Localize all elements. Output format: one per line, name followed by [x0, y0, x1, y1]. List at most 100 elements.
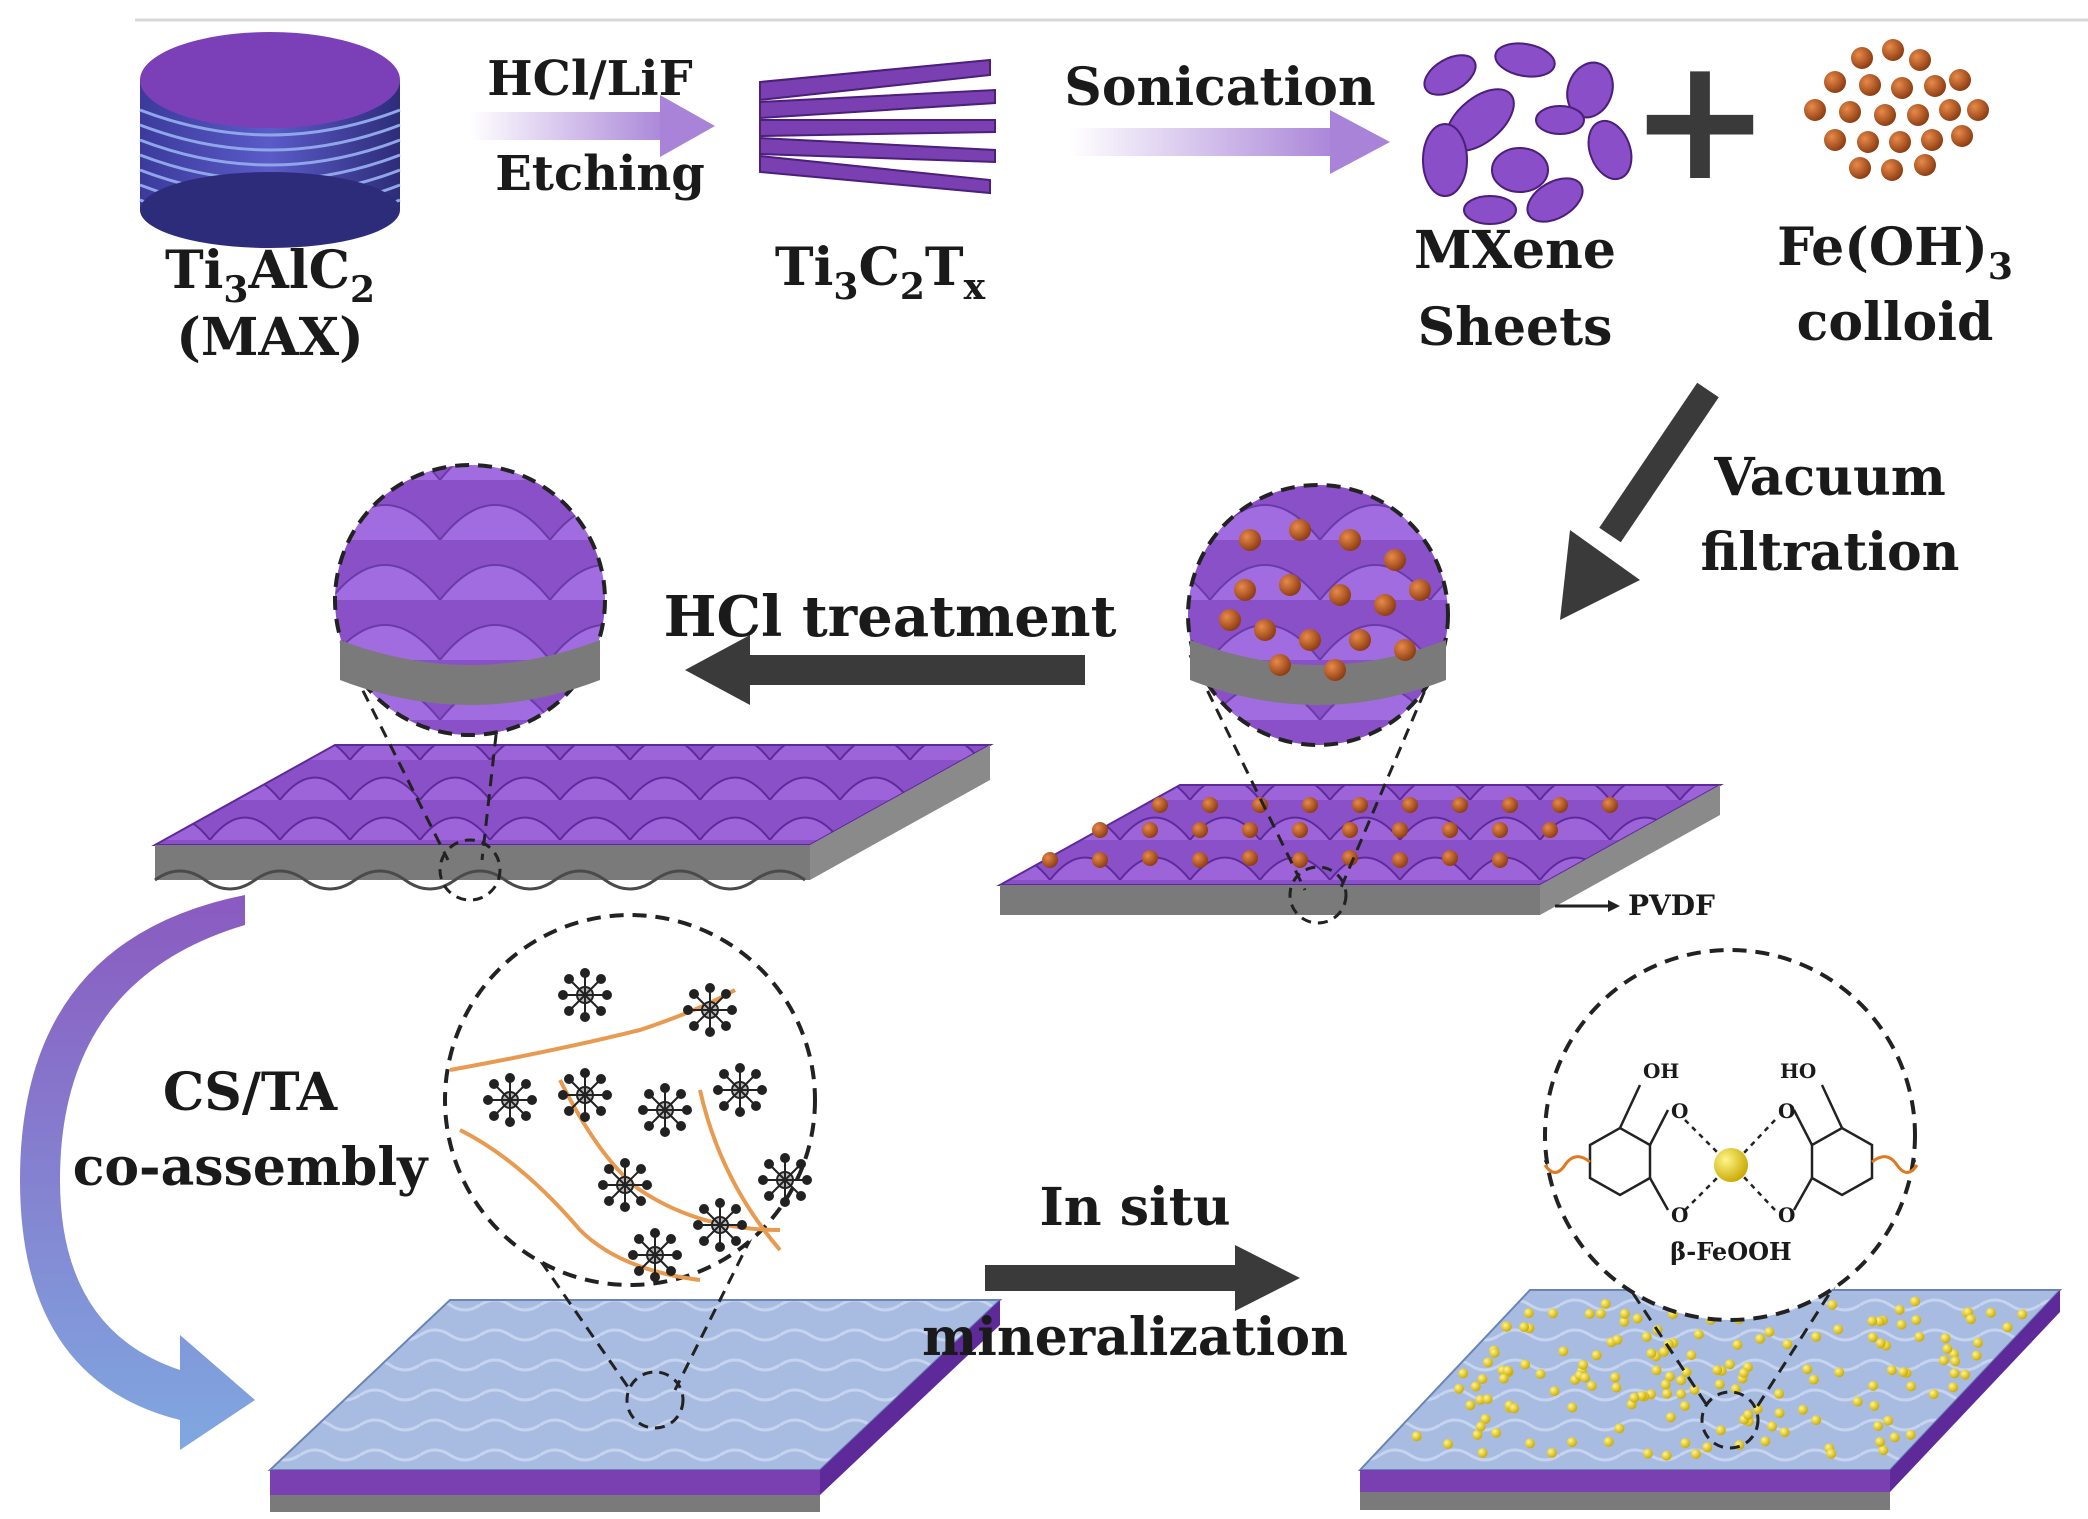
feooh-particle: [1760, 1436, 1771, 1447]
feooh-particle: [1632, 1313, 1643, 1324]
cs-ta-label-2: co-assembly: [73, 1137, 429, 1198]
feooh-particle: [1584, 1308, 1595, 1319]
feoh-label: Fe(OH)3: [1777, 217, 2013, 288]
etch-label-1: HCl/LiF: [487, 51, 692, 107]
feooh-particle: [1665, 1412, 1676, 1423]
feooh-particle: [1928, 1389, 1939, 1400]
mxene-sheets-icon: [1422, 42, 1633, 225]
feooh-particle: [1802, 1364, 1813, 1375]
etching-arrow: [470, 95, 715, 157]
feooh-particle: [1950, 1356, 1961, 1367]
vacuum-label-2: filtration: [1701, 522, 1960, 583]
feooh-particle: [1480, 1413, 1491, 1424]
feooh-particle: [1586, 1380, 1597, 1391]
feooh-particle: [1546, 1447, 1557, 1458]
feooh-particle: [1743, 1409, 1754, 1420]
max-disk-icon: [139, 32, 401, 248]
mineralization-arrow: [985, 1245, 1300, 1311]
feooh-particle: [1614, 1423, 1625, 1434]
feooh-structure: [1543, 1084, 1919, 1211]
feooh-particle: [1693, 1329, 1704, 1340]
feoh-sublabel: colloid: [1797, 292, 1994, 353]
feooh-particle: [1646, 1348, 1657, 1359]
feooh-particle: [1679, 1400, 1690, 1411]
feooh-particle: [1578, 1359, 1589, 1370]
feooh-particle: [1482, 1357, 1493, 1368]
feooh-particle: [1911, 1315, 1922, 1325]
o-label-4: O: [1778, 1203, 1795, 1227]
feooh-particle: [1475, 1421, 1486, 1432]
feooh-particle: [1906, 1381, 1917, 1392]
o-label-3: O: [1778, 1099, 1795, 1123]
feooh-particle: [1833, 1324, 1844, 1335]
mineralization-label-1: In situ: [1039, 1177, 1230, 1238]
feooh-particle: [1661, 1450, 1672, 1461]
feooh-particle: [1686, 1350, 1697, 1361]
feooh-particle: [1662, 1388, 1672, 1399]
feooh-particle: [1898, 1367, 1909, 1377]
feooh-particle: [1965, 1314, 1976, 1325]
feooh-particle: [1894, 1304, 1905, 1315]
feooh-particle: [1523, 1308, 1534, 1319]
feooh-particle: [1676, 1375, 1687, 1386]
feooh-particle: [1489, 1347, 1500, 1358]
feooh-particle: [1867, 1316, 1878, 1327]
sonication-arrow: [1070, 110, 1390, 174]
pvdf-pointer: [1555, 900, 1620, 912]
feooh-particle: [1985, 1307, 1996, 1318]
hcl-treatment-label: HCl treatment: [664, 584, 1117, 650]
feooh-particle: [1690, 1448, 1701, 1459]
feooh-particle: [1808, 1374, 1819, 1385]
cs-ta-curved-arrow: [20, 895, 255, 1450]
feooh-particle: [1852, 1396, 1863, 1407]
feooh-particle: [1491, 1427, 1502, 1438]
feooh-particle: [1612, 1334, 1623, 1345]
feooh-particle: [1938, 1355, 1949, 1366]
feooh-particle: [1834, 1367, 1845, 1378]
feooh-particle: [1889, 1432, 1900, 1443]
feooh-particle: [1971, 1350, 1982, 1361]
feooh-particle: [1867, 1332, 1878, 1343]
feooh-particle: [1664, 1371, 1675, 1382]
feooh-particle: [1797, 1404, 1808, 1415]
zoom-lens-feooh: [1543, 948, 1917, 1450]
feooh-particle: [1910, 1296, 1920, 1307]
feooh-particle: [1629, 1392, 1640, 1403]
feooh-particle: [1875, 1436, 1885, 1447]
plus-sign: +: [1629, 21, 1771, 219]
ta-molecules: [483, 968, 812, 1282]
sonication-label: Sonication: [1064, 57, 1375, 118]
feooh-particle: [1724, 1359, 1735, 1370]
feooh-particle: [1619, 1308, 1630, 1319]
zoom-lens-cs-ta: [443, 913, 817, 1430]
hcl-treatment-arrow: [685, 635, 1085, 705]
feooh-particle: [1811, 1331, 1822, 1342]
feooh-particle: [1651, 1365, 1662, 1376]
feooh-particle: [1905, 1429, 1916, 1440]
feooh-particle: [1519, 1322, 1530, 1332]
feooh-particle: [1549, 1386, 1560, 1397]
feooh-particle: [1558, 1346, 1569, 1357]
feooh-particle: [1940, 1333, 1951, 1344]
feooh-particle: [1738, 1368, 1749, 1378]
feooh-particle: [1501, 1321, 1512, 1332]
feooh-particle: [1942, 1343, 1953, 1354]
feooh-particle: [1869, 1400, 1880, 1411]
feooh-particle: [1567, 1437, 1577, 1448]
feooh-particle: [1714, 1379, 1725, 1390]
feooh-particle: [1732, 1339, 1743, 1350]
feooh-particle: [1547, 1308, 1558, 1319]
feooh-particle: [1535, 1369, 1546, 1379]
feooh-particle: [1874, 1316, 1885, 1327]
ho-label: HO: [1780, 1059, 1816, 1083]
feooh-particle: [1660, 1379, 1671, 1390]
mineralization-label-2: mineralization: [922, 1307, 1348, 1368]
fe-center-atom: [1714, 1148, 1748, 1182]
o-label-1: O: [1671, 1099, 1688, 1123]
feoh-colloid-icon: [1804, 39, 1989, 181]
feooh-particle: [1482, 1394, 1493, 1405]
feooh-particle: [1458, 1368, 1469, 1379]
feooh-particle: [1642, 1448, 1653, 1459]
feooh-particle: [1603, 1436, 1614, 1447]
feooh-particle: [1591, 1350, 1602, 1361]
